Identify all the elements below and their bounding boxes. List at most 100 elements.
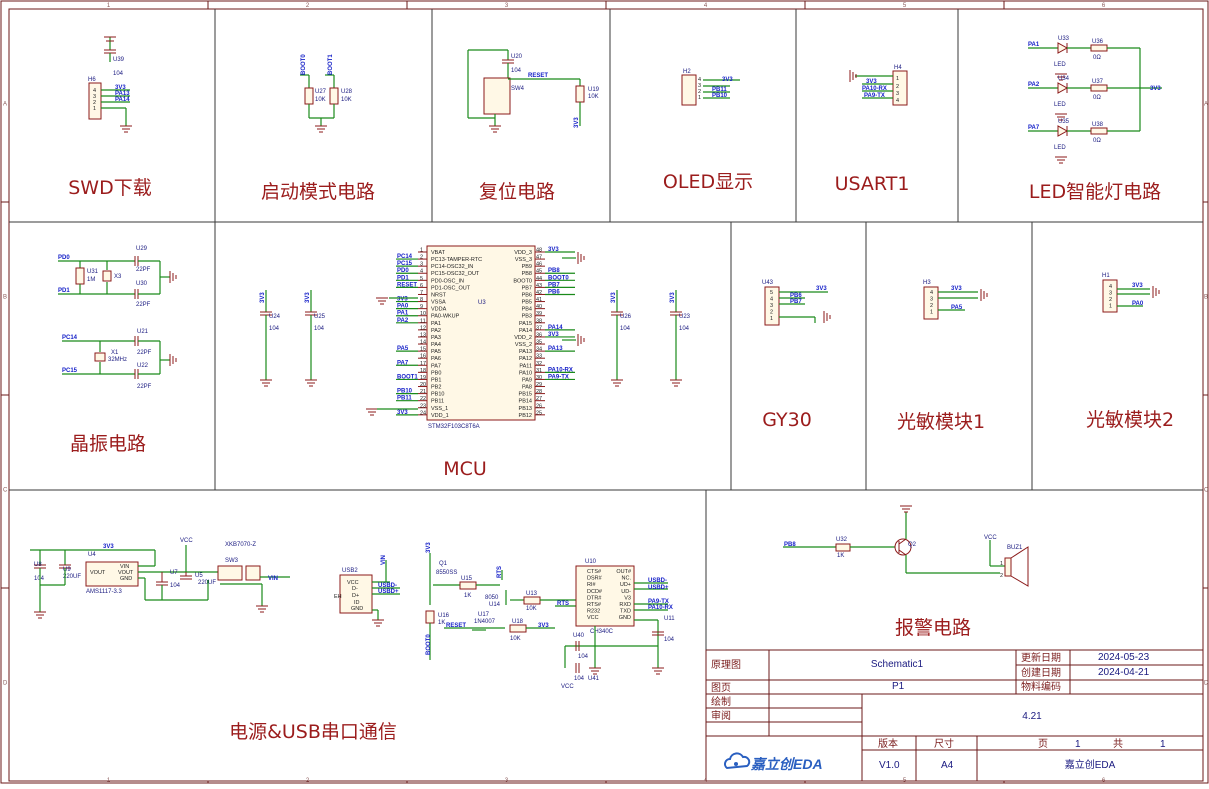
- led-diode: [1057, 125, 1069, 137]
- border-col-number: 1: [107, 3, 111, 9]
- q1-part: 8550SS: [436, 570, 457, 576]
- reset-switch-ref: SW4: [511, 86, 525, 92]
- light1-pin-number: 3: [930, 297, 933, 303]
- usart-net-3v3: 3V3: [866, 79, 877, 85]
- light1-net-3v3: 3V3: [951, 286, 962, 292]
- usart-pin: 3: [896, 91, 899, 97]
- boot-circuit: BOOT0 BOOT1 U27 10K U28 10K: [300, 54, 353, 126]
- mcu-pin-number: 24: [420, 410, 426, 416]
- ground-symbol: [372, 619, 384, 627]
- mcu-pin-number: 26: [536, 403, 542, 409]
- power-c5-val: 220UF: [198, 580, 216, 586]
- led-label: LED: [1054, 145, 1066, 151]
- tb-schematic-label: 原理图: [711, 659, 741, 671]
- oled-net-pb11: PB11: [712, 87, 727, 93]
- boot-res-ref: U28: [341, 89, 353, 95]
- mcu-pin-name: PA3: [431, 335, 441, 341]
- mcu-pin-name: PA7: [431, 363, 441, 369]
- decap-ref: U26: [620, 314, 632, 320]
- led-res-val: 0Ω: [1093, 95, 1101, 101]
- usart-pin: 1: [896, 76, 899, 82]
- led-label: LED: [1054, 62, 1066, 68]
- gy30-pin-number: 4: [770, 297, 773, 303]
- section-title-swd: SWD下载: [68, 177, 151, 199]
- mcu-part: STM32F103C8T6A: [428, 424, 480, 430]
- tb-size-value: A4: [941, 760, 954, 771]
- alarm-res-val: 1K: [837, 553, 844, 559]
- ch-net-rx: PA10-RX: [648, 605, 673, 611]
- oled-net-3v3: 3V3: [722, 77, 733, 83]
- mcu-pin-name: PC14-OSC32_IN: [431, 264, 473, 270]
- ground-symbol: [34, 611, 46, 619]
- border-row-letter: D: [1204, 681, 1209, 687]
- xtal-res-val: 1M: [87, 277, 95, 283]
- ch-pin-right: UD-: [621, 589, 631, 595]
- power-vcc: VCC: [180, 538, 193, 544]
- led-label: LED: [1054, 102, 1066, 108]
- mcu-pin-number: 40: [536, 304, 542, 310]
- alarm-buzzer-pin: 2: [1000, 573, 1003, 579]
- ch-pin-right: GND: [619, 615, 631, 621]
- mcu-pin-number: 31: [536, 368, 542, 374]
- light2-header-ref: H1: [1102, 273, 1110, 279]
- xtal-hs-cap-ref: U22: [137, 363, 149, 369]
- q2-part: 8050: [485, 595, 499, 601]
- reset-net-3v3: 3V3: [574, 117, 580, 128]
- boot-res-val: 10K: [315, 97, 326, 103]
- usb-pin: D-: [352, 586, 358, 592]
- r15-ref: U15: [461, 576, 473, 582]
- mcu-pin-name: BOOT0: [513, 278, 532, 284]
- mcu-pin-name: PB1: [431, 377, 441, 383]
- mcu-pin-name: PB14: [519, 399, 532, 405]
- mcu-net-label: PA7: [397, 360, 409, 366]
- power-c9-ref: U9: [63, 567, 71, 573]
- led-ref: U33: [1058, 36, 1070, 42]
- section-title-reset: 复位电路: [479, 181, 555, 203]
- decap-val: 104: [679, 326, 690, 332]
- tb-update-value: 2024-05-23: [1098, 652, 1150, 663]
- decap-net: 3V3: [670, 292, 676, 303]
- mcu-pin-number: 44: [536, 276, 542, 282]
- ground-symbol: [489, 125, 501, 133]
- decap-val: 104: [269, 326, 280, 332]
- light2-pin-number: 4: [1109, 284, 1112, 290]
- r13-val: 10K: [526, 606, 537, 612]
- ground-symbol: [577, 334, 585, 346]
- oled-net-pb10: PB10: [712, 93, 728, 99]
- mcu-pin-name: PB13: [519, 406, 532, 412]
- gy30-net-3v3: 3V3: [816, 286, 827, 292]
- ch-pin-right: UD+: [620, 582, 631, 588]
- xtal-hs-val: 32MHz: [108, 357, 127, 363]
- light2-pin-number: 3: [1109, 291, 1112, 297]
- mcu-pin-name: VBAT: [431, 250, 446, 256]
- ground-symbol: [260, 379, 272, 387]
- usart-circuit: H4 1 2 3 4 3V3 PA10-RX PA9-TX: [855, 65, 908, 106]
- usb-net-dm: USBD-: [378, 583, 397, 589]
- mcu-pin-number: 43: [536, 283, 542, 289]
- mcu-pin-number: 10: [420, 311, 426, 317]
- mcu-net-label: RESET: [397, 282, 417, 288]
- tb-draw-label: 绘制: [711, 695, 731, 708]
- border-row-letter: C: [3, 488, 8, 494]
- tb-update-label: 更新日期: [1021, 651, 1061, 664]
- ground-symbols: [34, 70, 912, 675]
- tb-page-word: 页: [1038, 738, 1048, 750]
- mcu-pin-name: PA14: [519, 328, 532, 334]
- mcu-net-label: PB7: [548, 282, 560, 288]
- ground-symbol: [823, 311, 831, 323]
- tb-version-value: V1.0: [879, 760, 900, 771]
- tb-company: 嘉立创EDA: [1065, 758, 1116, 771]
- power-reg-part: AMS1117-3.3: [86, 589, 122, 595]
- xtal-net-pd0: PD0: [58, 255, 70, 261]
- mcu-net-label: PD0: [397, 268, 409, 274]
- led-res-ref: U38: [1092, 122, 1104, 128]
- led-circuit: 3V3 PA1U33LEDU360ΩPA2U34LEDU370ΩPA7U35LE…: [1028, 36, 1162, 164]
- mcu-pin-name: PA1: [431, 321, 441, 327]
- tb-review-label: 审阅: [711, 709, 731, 722]
- ground-symbol: [1055, 156, 1067, 164]
- led-res-val: 0Ω: [1093, 138, 1101, 144]
- light1-header-ref: H3: [923, 280, 931, 286]
- power-c7-ref: U7: [170, 570, 178, 576]
